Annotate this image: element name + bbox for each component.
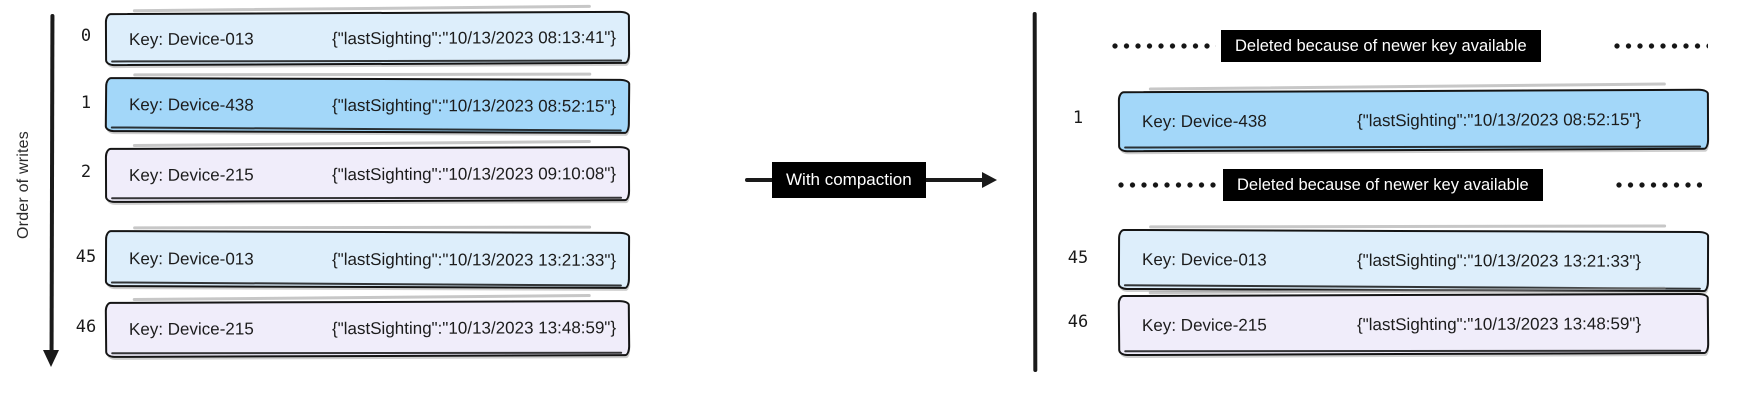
with-compaction-label: With compaction — [772, 162, 926, 198]
dotted-line — [1616, 182, 1702, 188]
record-value: {"lastSighting":"10/13/2023 13:21:33"} — [331, 249, 617, 270]
record-index: 45 — [1067, 248, 1089, 268]
record-index: 1 — [1072, 108, 1084, 128]
record-value: {"lastSighting":"10/13/2023 13:48:59"} — [331, 318, 617, 339]
record-value: {"lastSighting":"10/13/2023 08:52:15"} — [1356, 109, 1642, 130]
down-arrow-icon — [43, 350, 59, 367]
record-value: {"lastSighting":"10/13/2023 13:21:33"} — [1356, 250, 1642, 271]
record-row: Key: Device-215 {"lastSighting":"10/13/2… — [104, 300, 631, 358]
record-row: Key: Device-215 {"lastSighting":"10/13/2… — [104, 146, 631, 203]
order-of-writes-axis-line — [49, 13, 54, 353]
record-row: Key: Device-438 {"lastSighting":"10/13/2… — [104, 77, 631, 134]
record-value: {"lastSighting":"10/13/2023 08:52:15"} — [331, 95, 617, 116]
record-value: {"lastSighting":"10/13/2023 13:48:59"} — [1356, 313, 1642, 334]
dotted-line — [1112, 43, 1216, 49]
record-key: Key: Device-215 — [1141, 315, 1267, 335]
record-index: 0 — [80, 26, 92, 46]
record-key: Key: Device-215 — [128, 164, 254, 185]
record-key: Key: Device-438 — [1141, 111, 1267, 131]
record-value: {"lastSighting":"10/13/2023 09:10:08"} — [331, 163, 617, 184]
record-row: Key: Device-438 {"lastSighting":"10/13/2… — [1117, 88, 1710, 153]
dotted-line — [1614, 43, 1708, 49]
record-index: 45 — [75, 247, 97, 267]
record-index: 1 — [80, 93, 92, 113]
log-boundary-line — [1032, 11, 1037, 373]
right-arrow-icon — [982, 171, 997, 188]
record-index: 46 — [1067, 312, 1089, 332]
record-row: Key: Device-013 {"lastSighting":"10/13/2… — [1117, 228, 1710, 293]
record-row: Key: Device-013 {"lastSighting":"10/13/2… — [104, 230, 631, 289]
record-row: Key: Device-215 {"lastSighting":"10/13/2… — [1117, 292, 1710, 357]
deleted-badge: Deleted because of newer key available — [1221, 30, 1541, 62]
record-value: {"lastSighting":"10/13/2023 08:13:41"} — [331, 27, 617, 48]
record-key: Key: Device-013 — [128, 28, 254, 49]
record-key: Key: Device-438 — [128, 94, 254, 115]
record-key: Key: Device-013 — [128, 248, 254, 269]
record-index: 46 — [75, 317, 97, 337]
record-key: Key: Device-013 — [1141, 249, 1267, 269]
record-index: 2 — [80, 162, 92, 182]
record-key: Key: Device-215 — [128, 319, 254, 339]
order-of-writes-axis-label: Order of writes — [15, 131, 32, 239]
deleted-badge: Deleted because of newer key available — [1223, 169, 1543, 201]
dotted-line — [1118, 182, 1218, 188]
record-row: Key: Device-013 {"lastSighting":"10/13/2… — [104, 10, 631, 67]
